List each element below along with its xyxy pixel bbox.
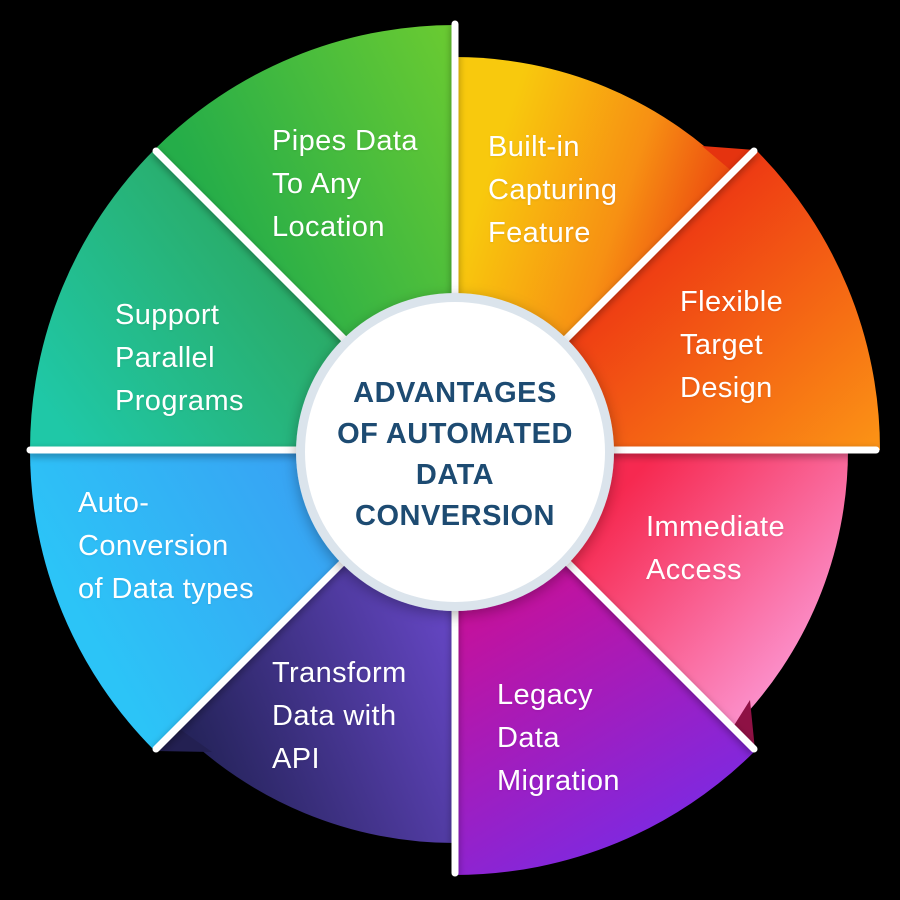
label-line: Auto- [78,487,150,519]
wheel-title-line: OF AUTOMATED [337,418,573,450]
label-line: Conversion [78,530,229,562]
label-line: Feature [488,217,591,249]
segment-label-support: Support Parallel Programs [115,294,244,423]
wheel-title-line: DATA [415,459,495,491]
wheel-title: ADVANTAGES OF AUTOMATED DATA CONVERSION [295,373,615,537]
wheel-title-line: CONVERSION [355,500,555,532]
corner-sliver-se [733,700,755,750]
corner-sliver-sw [155,730,212,752]
segment-label-legacy: Legacy Data Migration [497,674,620,803]
corner-sliver-ne [702,146,755,173]
label-line: Pipes Data [272,125,418,157]
segment-label-pipes: Pipes Data To Any Location [272,120,418,249]
segment-label-flexible: Flexible Target Design [680,281,783,410]
label-line: Flexible [680,286,784,318]
label-line: of Data types [78,573,255,605]
label-line: API [272,743,320,775]
label-line: Target [680,329,763,361]
segment-label-builtin: Built-in Capturing Feature [488,126,617,255]
label-line: Migration [497,765,620,797]
wheel-title-line: ADVANTAGES [353,377,557,409]
segment-label-transform: Transform Data with API [272,652,407,781]
label-line: Parallel [115,342,215,374]
label-line: Data with [272,700,397,732]
label-line: Support [115,299,220,331]
center-circle [305,302,605,602]
label-line: Location [272,211,385,243]
segment-label-immediate: Immediate Access [646,506,785,592]
label-line: Capturing [488,174,618,206]
label-line: Transform [272,657,407,689]
center-hub [296,293,614,611]
label-line: To Any [272,168,362,200]
segment-label-auto: Auto- Conversion of Data types [78,482,254,611]
label-line: Programs [115,385,244,417]
label-line: Immediate [646,511,785,543]
label-line: Legacy [497,679,593,711]
label-line: Data [497,722,560,754]
label-line: Access [646,554,742,586]
label-line: Design [680,372,773,404]
label-line: Built-in [488,131,580,163]
